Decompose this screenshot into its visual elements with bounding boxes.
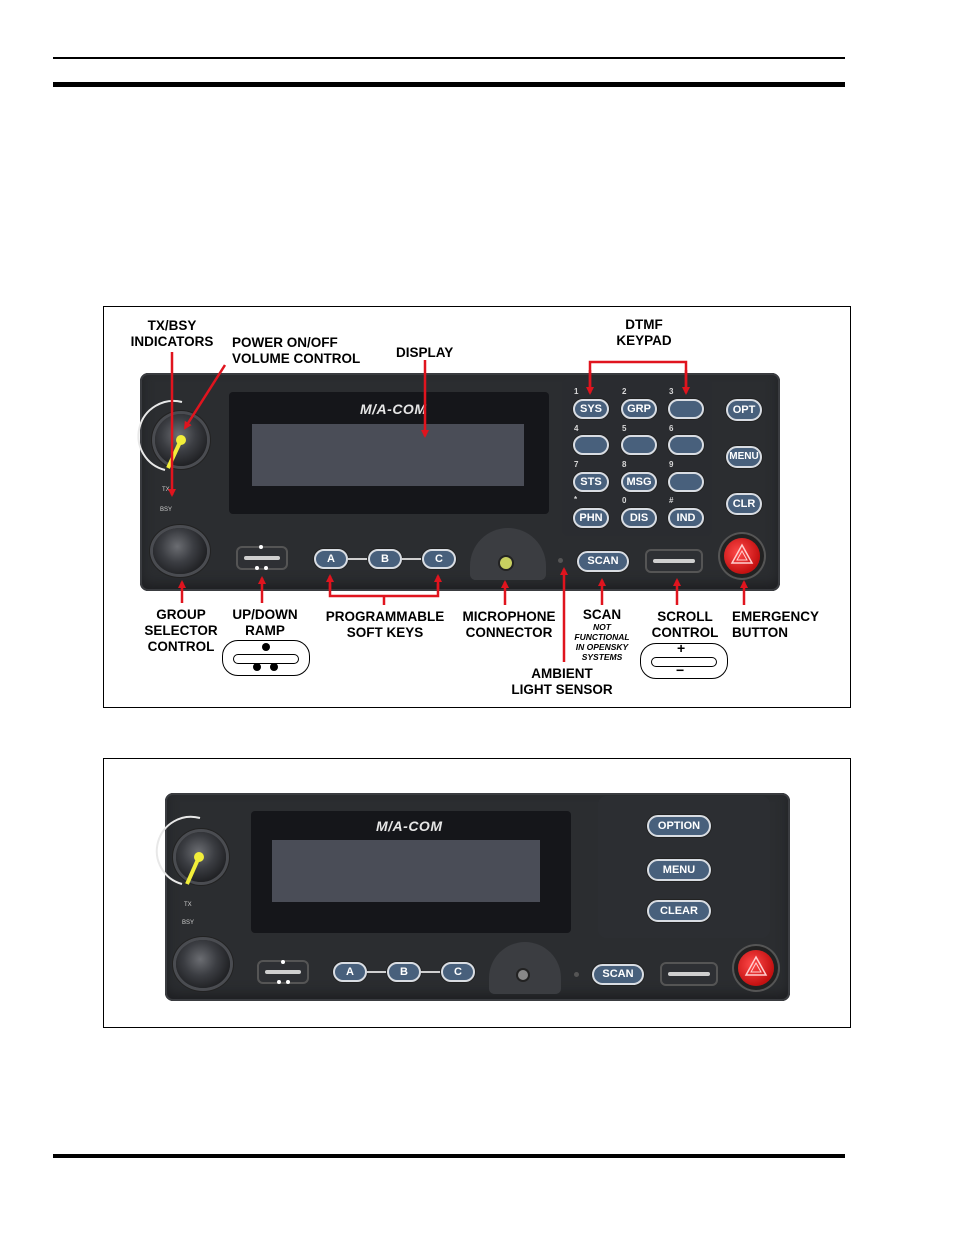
- scroll-control[interactable]: [645, 549, 703, 573]
- key-grp-button[interactable]: GRP: [621, 399, 657, 419]
- key-sts-button[interactable]: STS: [573, 472, 609, 492]
- key-hash-number: #: [669, 496, 674, 505]
- label-scan: SCAN: [582, 607, 622, 622]
- key-5-number: 5: [622, 424, 627, 433]
- key-sys-button[interactable]: SYS: [573, 399, 609, 419]
- label-scan-note: NOT FUNCTIONAL IN OPENSKY SYSTEMS: [574, 622, 630, 662]
- key-3-number: 3: [669, 387, 674, 396]
- mic-jack-icon-2: [518, 970, 528, 980]
- soft-key-a-2[interactable]: A: [333, 962, 367, 982]
- key-3-button[interactable]: [668, 399, 704, 419]
- scan-button-2[interactable]: SCAN: [592, 964, 644, 985]
- ramp-down-dot-1: [255, 566, 259, 570]
- key-6-button[interactable]: [668, 435, 704, 455]
- soft-key-connector-2a: [367, 971, 387, 973]
- ramp-bar-2: [265, 970, 301, 974]
- power-indicator-text: TX: [162, 487, 170, 493]
- key-1-number: 1: [574, 387, 579, 396]
- soft-key-connector-2: [402, 558, 422, 560]
- mic-jack-icon: [500, 557, 512, 569]
- up-down-ramp[interactable]: [236, 546, 288, 570]
- key-8-number: 8: [622, 460, 627, 469]
- soft-key-c[interactable]: C: [422, 549, 456, 569]
- ramp-down-dot-2a: [277, 980, 281, 984]
- ambient-light-sensor: [558, 558, 563, 563]
- ramp-up-dot-2: [281, 960, 285, 964]
- opt-button[interactable]: OPT: [726, 399, 762, 421]
- scroll-detail-minus: −: [676, 662, 685, 678]
- ramp-detail-down-dot-2: [270, 663, 278, 671]
- ramp-up-dot: [259, 545, 263, 549]
- ramp-detail-up-dot: [262, 643, 270, 651]
- scroll-detail-slot: [651, 657, 717, 667]
- label-scroll-control: SCROLL CONTROL: [651, 609, 719, 640]
- power-indicator-text-2: TX: [184, 902, 192, 908]
- up-down-ramp-2[interactable]: [257, 960, 309, 984]
- group-selector-knob[interactable]: [153, 528, 207, 574]
- key-4-button[interactable]: [573, 435, 609, 455]
- key-4-number: 4: [574, 424, 579, 433]
- macom-logo-2: M/A-COM: [376, 818, 443, 834]
- label-display: DISPLAY: [396, 345, 454, 360]
- display-screen: [252, 424, 524, 486]
- soft-key-b[interactable]: B: [368, 549, 402, 569]
- header-thick-rule: [53, 82, 845, 87]
- key-9-button[interactable]: [668, 472, 704, 492]
- microphone-connector-2[interactable]: [489, 942, 561, 994]
- clr-button[interactable]: CLR: [726, 493, 762, 515]
- footer-thick-rule: [53, 1154, 845, 1158]
- ambient-light-sensor-2: [574, 972, 579, 977]
- scroll-detail-plus: +: [677, 640, 686, 656]
- key-7-number: 7: [574, 460, 579, 469]
- label-tx-bsy-indicators: TX/BSY INDICATORS: [130, 318, 214, 349]
- label-soft-keys: PROGRAMMABLE SOFT KEYS: [325, 609, 445, 640]
- key-msg-button[interactable]: MSG: [621, 472, 657, 492]
- display-screen-2: [272, 840, 540, 902]
- group-selector-knob-2[interactable]: [176, 940, 230, 988]
- clear-button[interactable]: CLEAR: [647, 900, 711, 922]
- key-6-number: 6: [669, 424, 674, 433]
- key-0-number: 0: [622, 496, 627, 505]
- label-group-selector: GROUP SELECTOR CONTROL: [144, 607, 218, 654]
- key-5-button[interactable]: [621, 435, 657, 455]
- header-thin-rule: [53, 57, 845, 59]
- volume-knob-2[interactable]: [176, 832, 226, 882]
- soft-key-c-2[interactable]: C: [441, 962, 475, 982]
- scroll-control-2[interactable]: [660, 962, 718, 986]
- scroll-bar-2: [668, 972, 710, 976]
- ramp-down-dot-2b: [286, 980, 290, 984]
- soft-key-a[interactable]: A: [314, 549, 348, 569]
- ramp-bar: [244, 556, 280, 560]
- label-microphone: MICROPHONE CONNECTOR: [462, 609, 556, 640]
- menu-button[interactable]: MENU: [726, 446, 762, 468]
- key-ind-button[interactable]: IND: [668, 508, 704, 528]
- label-emergency-button: EMERGENCY BUTTON: [732, 609, 820, 640]
- emergency-button[interactable]: [724, 538, 760, 574]
- soft-key-connector-2b: [421, 971, 441, 973]
- menu-button-2[interactable]: MENU: [647, 859, 711, 881]
- macom-logo: M/A-COM: [360, 401, 427, 417]
- emergency-button-2[interactable]: [738, 950, 774, 986]
- key-2-number: 2: [622, 387, 627, 396]
- bsy-indicator-text-2: BSY: [182, 920, 195, 926]
- key-9-number: 9: [669, 460, 674, 469]
- ramp-down-dot-2: [264, 566, 268, 570]
- key-dis-button[interactable]: DIS: [621, 508, 657, 528]
- scroll-detail-diagram: [640, 643, 728, 679]
- scan-button[interactable]: SCAN: [577, 551, 629, 572]
- ramp-detail-down-dot-1: [253, 663, 261, 671]
- key-phn-button[interactable]: PHN: [573, 508, 609, 528]
- label-ambient-sensor: AMBIENT LIGHT SENSOR: [511, 666, 613, 697]
- label-dtmf-keypad: DTMF KEYPAD: [616, 317, 672, 348]
- bsy-indicator-text: BSY: [160, 507, 173, 513]
- volume-knob[interactable]: [155, 414, 207, 466]
- option-button[interactable]: OPTION: [647, 815, 711, 837]
- label-up-down-ramp: UP/DOWN RAMP: [232, 607, 298, 638]
- ramp-detail-slot: [233, 654, 299, 664]
- soft-key-connector-1: [348, 558, 368, 560]
- soft-key-b-2[interactable]: B: [387, 962, 421, 982]
- label-power-volume: POWER ON/OFF VOLUME CONTROL: [232, 335, 361, 366]
- scroll-bar: [653, 559, 695, 563]
- key-star-number: *: [574, 495, 578, 504]
